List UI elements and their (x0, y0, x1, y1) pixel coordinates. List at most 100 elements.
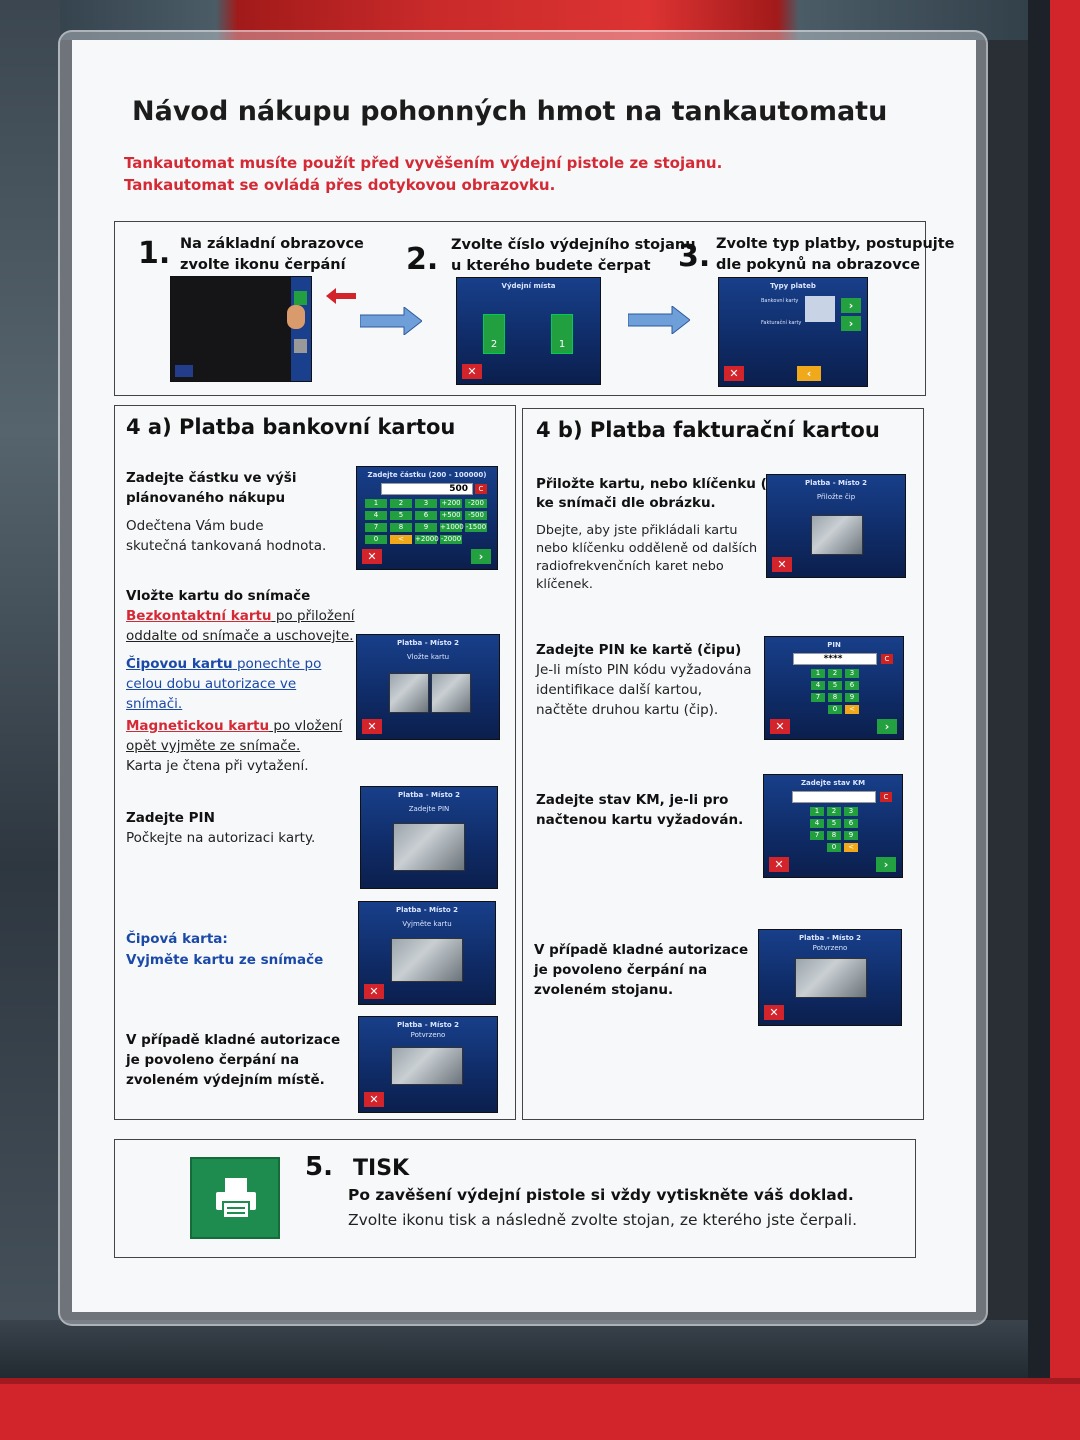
confirm-button[interactable]: › (471, 549, 491, 564)
step-3-number: 3. (678, 239, 711, 274)
step-2-text-1: Zvolte číslo výdejního stojanu (451, 237, 696, 253)
text: snímači. (126, 696, 183, 712)
section-4a-title: 4 a) Platba bankovní kartou (126, 415, 456, 439)
select-bank-button[interactable]: › (841, 298, 861, 313)
key[interactable]: -1500 (465, 523, 487, 532)
text: po přiložení (271, 608, 355, 624)
key[interactable]: 1 (365, 499, 387, 508)
key[interactable]: 1 (810, 807, 824, 816)
screen-subtitle: Zadejte PIN (408, 805, 450, 813)
screen-subtitle: Vložte kartu (406, 653, 450, 661)
authorized-screen-b: Platba - Místo 2 Potvrzeno ✕ (758, 929, 902, 1026)
print-text-1: Po zavěšení výdejní pistole si vždy vyti… (348, 1186, 854, 1204)
confirm-button[interactable]: › (876, 857, 896, 872)
instruction-sheet: Návod nákupu pohonných hmot na tankautom… (72, 40, 976, 1312)
key[interactable]: 2 (828, 669, 842, 678)
text: Přiložte kartu, nebo klíčenku (čip) (536, 476, 796, 492)
pump-1-button[interactable]: 1 (551, 314, 573, 354)
km-input[interactable] (792, 791, 876, 803)
key[interactable]: -2000 (440, 535, 462, 544)
key[interactable]: -500 (465, 511, 487, 520)
section-4a-box (114, 405, 516, 1120)
key[interactable]: < (845, 705, 859, 714)
key[interactable]: 3 (844, 807, 858, 816)
key[interactable]: +200 (440, 499, 462, 508)
close-icon[interactable]: ✕ (462, 364, 482, 379)
amount-screen: Zadejte částku (200 - 100000) 500 C 1 2 … (356, 466, 498, 570)
key[interactable]: 0 (827, 843, 841, 852)
key[interactable]: 0 (365, 535, 387, 544)
close-icon[interactable]: ✕ (764, 1005, 784, 1020)
clear-button[interactable]: C (881, 654, 893, 664)
key[interactable]: 4 (811, 681, 825, 690)
key[interactable]: 4 (810, 819, 824, 828)
key[interactable]: 6 (845, 681, 859, 690)
clear-button[interactable]: C (475, 484, 487, 494)
amount-input[interactable]: 500 (381, 483, 473, 495)
step-1-screen (170, 276, 312, 382)
key[interactable]: 9 (415, 523, 437, 532)
pump-2-button[interactable]: 2 (483, 314, 505, 354)
pin-pad-photo (393, 823, 465, 871)
key[interactable]: 8 (828, 693, 842, 702)
key[interactable]: < (390, 535, 412, 544)
close-icon[interactable]: ✕ (362, 549, 382, 564)
close-icon[interactable]: ✕ (364, 984, 384, 999)
eu-flag-icon (175, 365, 193, 377)
key[interactable]: 5 (827, 819, 841, 828)
text: plánovaného nákupu (126, 490, 286, 506)
key[interactable]: +500 (440, 511, 462, 520)
clear-button[interactable]: C (880, 792, 892, 802)
key[interactable]: 4 (365, 511, 387, 520)
text: Vyjměte kartu ze snímače (126, 952, 324, 968)
key[interactable]: +2000 (415, 535, 439, 544)
pump-photo (391, 1047, 463, 1085)
step-2-number: 2. (406, 242, 439, 277)
card-reader-photo (431, 673, 471, 713)
close-icon[interactable]: ✕ (769, 857, 789, 872)
key[interactable]: 5 (390, 511, 412, 520)
key[interactable]: 2 (390, 499, 412, 508)
key[interactable]: 0 (828, 705, 842, 714)
text: zvoleném stojanu. (534, 982, 674, 998)
close-icon[interactable]: ✕ (772, 557, 792, 572)
key[interactable]: 3 (415, 499, 437, 508)
background-top (0, 0, 1080, 40)
screen-subtitle: Přiložte čip (816, 493, 856, 501)
key[interactable]: 9 (845, 693, 859, 702)
text: opět vyjměte ze snímače. (126, 738, 301, 754)
key-spacer (811, 705, 825, 714)
section-4b-box (522, 408, 924, 1120)
print-button[interactable] (190, 1157, 280, 1239)
key[interactable]: 6 (415, 511, 437, 520)
close-icon[interactable]: ✕ (724, 366, 744, 381)
key[interactable]: < (844, 843, 858, 852)
close-icon[interactable]: ✕ (364, 1092, 384, 1107)
background-left (0, 0, 60, 1440)
close-icon[interactable]: ✕ (362, 719, 382, 734)
confirm-button[interactable]: › (877, 719, 897, 734)
text: Čipovou kartu ponechte po (126, 654, 321, 675)
key[interactable]: 7 (810, 831, 824, 840)
back-button[interactable]: ‹ (797, 366, 821, 381)
key[interactable]: 7 (811, 693, 825, 702)
key[interactable]: 6 (844, 819, 858, 828)
key[interactable]: 5 (828, 681, 842, 690)
key[interactable]: 8 (390, 523, 412, 532)
select-fleet-button[interactable]: › (841, 316, 861, 331)
key[interactable]: 3 (845, 669, 859, 678)
print-step-number: 5. (305, 1152, 333, 1182)
key[interactable]: 9 (844, 831, 858, 840)
key[interactable]: 2 (827, 807, 841, 816)
key[interactable]: -200 (465, 499, 487, 508)
pin-input[interactable]: **** (793, 653, 877, 665)
key[interactable]: +1000 (440, 523, 464, 532)
text: Bezkontaktní kartu po přiložení (126, 606, 355, 627)
pump-photo (795, 958, 867, 998)
key[interactable]: 1 (811, 669, 825, 678)
print-title: TISK (353, 1156, 410, 1181)
key[interactable]: 7 (365, 523, 387, 532)
step-2-text-2: u kterého budete čerpat (451, 258, 651, 274)
close-icon[interactable]: ✕ (770, 719, 790, 734)
key[interactable]: 8 (827, 831, 841, 840)
